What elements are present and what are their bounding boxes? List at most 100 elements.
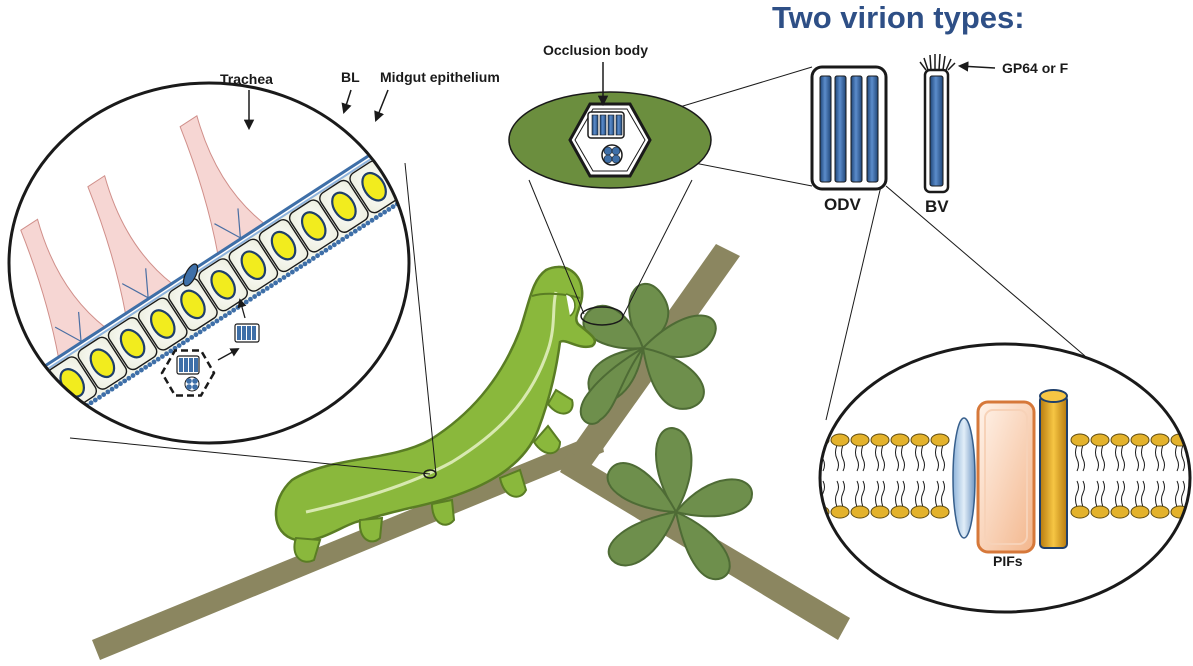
microvillus — [80, 405, 86, 411]
microvillus — [504, 131, 509, 136]
microvillus — [193, 332, 199, 338]
microvillus — [17, 447, 22, 452]
occlusion-body-label: Occlusion body — [543, 42, 649, 58]
release-arrow — [217, 348, 240, 361]
microvillus — [139, 367, 144, 373]
trachea-branch — [87, 174, 174, 316]
lipid-head — [1130, 433, 1150, 447]
microvillus — [122, 378, 128, 384]
microvillus — [302, 261, 308, 267]
bv-virion — [919, 53, 996, 194]
cell-nucleus — [119, 328, 146, 359]
microvillus — [76, 408, 81, 414]
virion-cluster-small — [601, 144, 623, 166]
microvillus — [71, 411, 77, 417]
nucleocapsid — [186, 384, 192, 390]
microvillus — [130, 373, 136, 378]
gp64-label: GP64 or F — [1002, 60, 1069, 76]
microvillus — [306, 258, 312, 264]
lipid-tail — [1075, 480, 1085, 508]
nucleocapsid — [192, 378, 198, 384]
lipid-head — [1090, 433, 1110, 447]
microvillus — [441, 172, 446, 177]
microvillus — [42, 430, 48, 436]
lipid-tail — [835, 444, 845, 472]
microvillus — [59, 419, 65, 425]
microvillus — [479, 147, 484, 152]
lipid-head — [910, 505, 930, 519]
microvillus — [416, 188, 421, 193]
microvillus — [449, 166, 454, 171]
microvillus — [340, 236, 346, 242]
midgut-epithelium-label: Midgut epithelium — [380, 69, 500, 85]
microvillus — [428, 180, 433, 185]
microvillus — [483, 144, 488, 149]
lipid-head — [930, 433, 950, 447]
odv-rod — [189, 358, 193, 372]
lipid-head — [1150, 433, 1170, 447]
odv-rod — [194, 358, 198, 372]
microvillus — [369, 217, 375, 223]
microvillus — [336, 239, 341, 245]
lipid-tail — [1115, 480, 1125, 508]
microvillus — [164, 351, 169, 357]
microvillus — [25, 441, 31, 443]
cell-nucleus — [270, 230, 297, 261]
lipid-tail — [1175, 480, 1185, 508]
odv-rod — [184, 358, 188, 372]
pifs-label: PIFs — [993, 553, 1023, 569]
lipid-tail — [915, 444, 925, 472]
microvillus — [348, 231, 354, 237]
microvillus — [214, 318, 220, 324]
caterpillar — [274, 265, 624, 563]
microvillus — [437, 174, 442, 179]
microvillus — [424, 183, 429, 188]
lipid-head — [830, 505, 850, 519]
lipid-head — [1070, 505, 1090, 519]
microvillus — [189, 335, 195, 340]
lipid-head — [870, 433, 890, 447]
lipid-tail — [1155, 480, 1165, 508]
microvillus — [365, 220, 371, 226]
microvillus — [277, 277, 283, 283]
microvillus — [22, 444, 27, 449]
cell-nucleus — [210, 269, 236, 300]
microvillus — [9, 452, 14, 457]
microvillus — [269, 283, 274, 289]
microvillus — [281, 275, 287, 280]
microvillus — [386, 207, 392, 212]
microvillus — [310, 256, 316, 261]
lipid-tail — [935, 480, 945, 508]
microvillus — [151, 359, 157, 365]
microvillus — [403, 196, 408, 201]
leaf-cluster-upper — [579, 282, 717, 425]
bl-label: BL — [341, 69, 360, 85]
microvillus — [201, 326, 207, 332]
microvillus — [155, 356, 161, 362]
lipid-head — [1110, 433, 1130, 447]
odv-virion — [810, 65, 888, 191]
microvillus — [34, 435, 39, 441]
microvillus — [252, 294, 258, 299]
lipid-tail — [1155, 444, 1165, 472]
odv-label: ODV — [824, 195, 861, 214]
lipid-head — [1110, 505, 1130, 519]
microvillus — [185, 337, 190, 343]
lipid-tail — [1095, 444, 1105, 472]
microvillus — [63, 416, 69, 422]
microvillus — [126, 375, 132, 381]
lipid-head — [850, 433, 870, 447]
microvillus — [235, 305, 241, 310]
entry-arrow — [237, 298, 247, 319]
trachea-label: Trachea — [220, 71, 273, 87]
microvillus — [294, 266, 299, 272]
microvillus — [105, 389, 111, 395]
lipid-head — [1090, 505, 1110, 519]
microvillus — [55, 422, 60, 427]
microvillus — [176, 343, 182, 348]
trachea-branch — [20, 218, 107, 360]
microvillus — [222, 313, 228, 319]
microvillus — [462, 158, 467, 163]
microvillus — [412, 191, 417, 196]
